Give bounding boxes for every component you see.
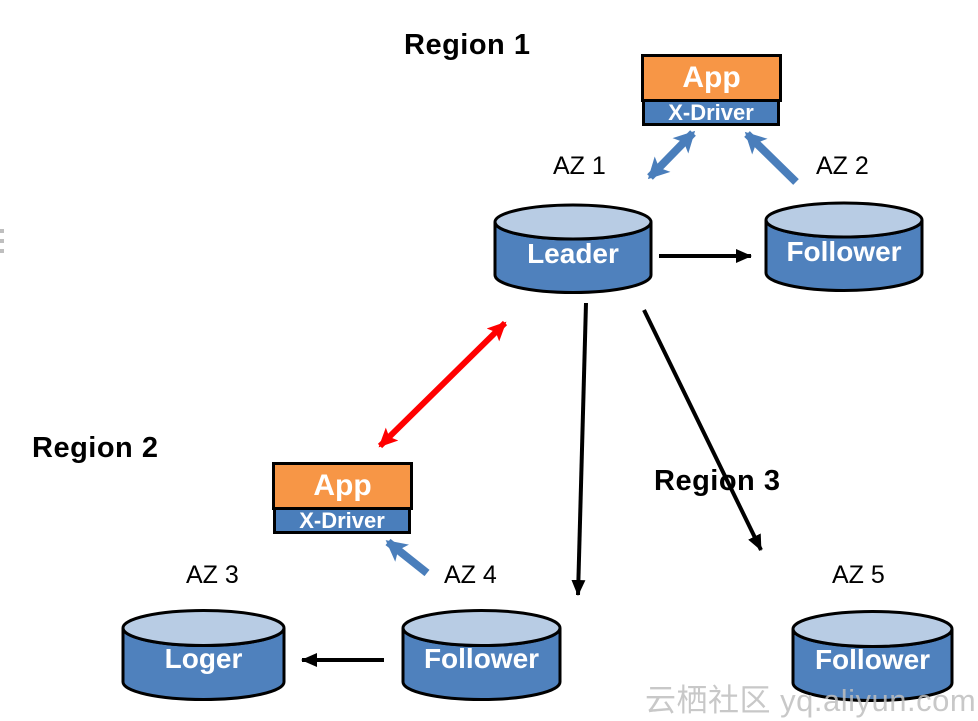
database-cylinder-icon bbox=[791, 610, 954, 702]
follower-az2-label: Follower bbox=[786, 236, 902, 267]
app-stack-region1: App X-Driver bbox=[641, 54, 782, 126]
region2-title: Region 2 bbox=[32, 432, 159, 464]
database-cylinder-icon bbox=[401, 609, 562, 701]
edge-az2-to-xdriver1 bbox=[744, 131, 799, 185]
database-cylinder-icon bbox=[493, 203, 653, 294]
follower-az2-cylinder: Follower bbox=[763, 200, 925, 293]
az3-label: AZ 3 bbox=[186, 561, 239, 589]
edge-artifact bbox=[0, 229, 4, 254]
database-cylinder-icon bbox=[121, 609, 286, 701]
x-driver-bar-region2: X-Driver bbox=[273, 509, 411, 534]
az1-label: AZ 1 bbox=[553, 152, 606, 180]
leader-label: Leader bbox=[527, 238, 619, 269]
edge-leader-app-region2 bbox=[377, 320, 508, 449]
follower-az4-label: Follower bbox=[423, 643, 540, 674]
region3-title: Region 3 bbox=[654, 465, 781, 497]
app-stack-region2: App X-Driver bbox=[272, 462, 413, 534]
edge-leader-to-follower-az4 bbox=[571, 302, 588, 596]
region1-title: Region 1 bbox=[404, 29, 531, 61]
follower-az5-label: Follower bbox=[814, 644, 931, 675]
loger-cylinder: Loger bbox=[120, 607, 287, 702]
follower-az4-cylinder: Follower bbox=[400, 607, 563, 702]
az4-label: AZ 4 bbox=[444, 561, 497, 589]
watermark: 云栖社区 yq.aliyun.com bbox=[645, 683, 977, 718]
loger-label: Loger bbox=[164, 643, 243, 674]
database-cylinder-icon bbox=[764, 201, 924, 292]
az2-label: AZ 2 bbox=[816, 152, 869, 180]
edge-az4-to-xdriver2 bbox=[385, 538, 430, 577]
x-driver-bar-region1: X-Driver bbox=[642, 101, 780, 126]
app-box-region2: App bbox=[272, 462, 413, 510]
edge-xdriver1-leader bbox=[647, 130, 696, 180]
edge-leader-to-follower-az5 bbox=[642, 309, 763, 551]
follower-az5-cylinder: Follower bbox=[790, 608, 955, 703]
leader-cylinder: Leader bbox=[492, 202, 654, 295]
app-box-region1: App bbox=[641, 54, 782, 102]
az5-label: AZ 5 bbox=[832, 561, 885, 589]
